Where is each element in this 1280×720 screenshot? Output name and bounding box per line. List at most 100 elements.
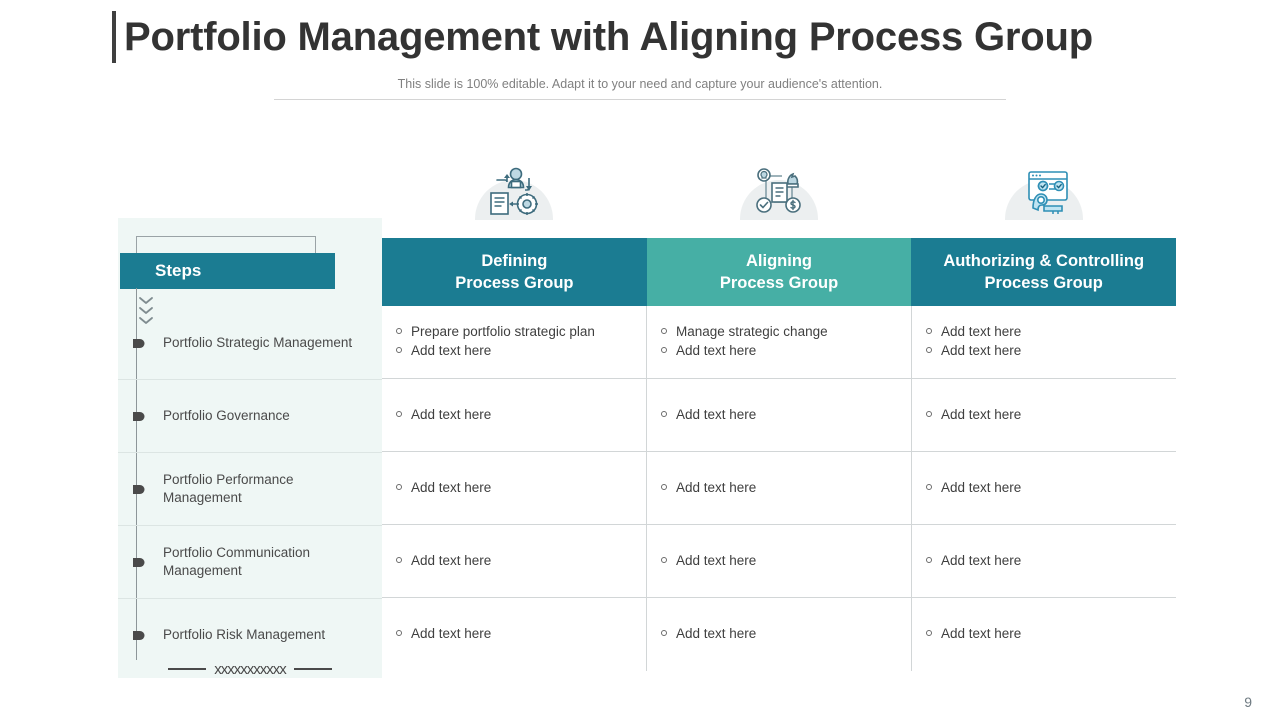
step-row[interactable]: Portfolio Risk Management [118, 599, 382, 672]
matrix-row: Add text here Add text here Add text here [382, 452, 1176, 525]
icon-cell-authorizing [911, 148, 1176, 220]
steps-header-badge: Steps [120, 253, 335, 289]
step-row[interactable]: Portfolio Governance [118, 380, 382, 453]
step-row[interactable]: Portfolio Strategic Management [118, 307, 382, 380]
step-arrow-bullet-icon [133, 338, 145, 348]
cell-bullet-text: Add text here [411, 479, 492, 495]
circle-bullet-icon [396, 328, 402, 335]
cell-bullet-item: Add text here [926, 342, 1176, 361]
cell-bullet-item: Add text here [661, 625, 911, 644]
circle-bullet-icon [396, 410, 402, 417]
matrix-cell[interactable]: Add text here [382, 525, 647, 597]
circle-bullet-icon [661, 556, 667, 563]
cell-bullet-item: Add text here [661, 552, 911, 571]
authorization-key-icon [1027, 171, 1068, 214]
steps-header-label: Steps [155, 261, 202, 280]
cell-bullet-item: Add text here [396, 552, 646, 571]
matrix-row: Add text here Add text here Add text here [382, 379, 1176, 452]
circle-bullet-icon [926, 630, 932, 637]
cell-bullet-item: Add text here [926, 552, 1176, 571]
cell-bullet-item: Add text here [396, 342, 646, 361]
cell-bullet-text: Add text here [676, 552, 757, 568]
circle-bullet-icon [926, 483, 932, 490]
circle-bullet-icon [926, 556, 932, 563]
cell-bullet-item: Add text here [396, 625, 646, 644]
cell-bullet-text: Add text here [411, 343, 492, 358]
column-header-line2: Process Group [984, 274, 1103, 292]
matrix-cell[interactable]: Add text here [647, 452, 912, 524]
cell-bullet-text: Add text here [411, 626, 492, 642]
step-label: Portfolio Performance Management [163, 471, 294, 505]
matrix-cell[interactable]: Add text here [912, 379, 1176, 451]
circle-bullet-icon [661, 410, 667, 417]
step-label: Portfolio Governance [163, 407, 290, 423]
cell-bullet-item: Add text here [396, 406, 646, 425]
column-header-line1: Aligning [746, 251, 812, 270]
step-arrow-bullet-icon [133, 484, 145, 494]
cell-bullet-text: Add text here [941, 343, 1022, 358]
deco-x-pattern: xxxxxxxxxxx [214, 660, 286, 678]
slide-subtitle: This slide is 100% editable. Adapt it to… [397, 77, 883, 91]
cell-bullet-text: Add text here [676, 406, 757, 422]
matrix-row: Add text here Add text here Add text here [382, 525, 1176, 598]
matrix-cell[interactable]: Add text here [382, 452, 647, 524]
cell-bullet-text: Add text here [941, 626, 1022, 642]
cell-bullet-item: Add text here [926, 625, 1176, 644]
cell-bullet-text: Add text here [411, 406, 492, 422]
matrix-cell[interactable]: Add text here [647, 598, 912, 671]
page-number: 9 [1244, 694, 1252, 710]
cell-bullet-item: Add text here [926, 479, 1176, 498]
cell-bullet-text: Add text here [411, 552, 492, 568]
slide-header: Portfolio Management with Aligning Proce… [0, 8, 1280, 66]
step-row[interactable]: Portfolio Communication Management [118, 526, 382, 599]
circle-bullet-icon [661, 483, 667, 490]
matrix-cell[interactable]: Add text here [912, 598, 1176, 671]
circle-bullet-icon [661, 328, 667, 335]
step-arrow-bullet-icon [133, 557, 145, 567]
chevrons-down-icon [139, 297, 153, 324]
cell-bullet-text: Add text here [676, 626, 757, 642]
circle-bullet-icon [661, 347, 667, 353]
cell-bullet-text: Add text here [941, 406, 1022, 422]
deco-dash-right [293, 668, 332, 670]
steps-vertical-spine [136, 288, 137, 660]
cell-bullet-text: Prepare portfolio strategic plan [411, 324, 595, 340]
step-arrow-bullet-icon [133, 411, 145, 421]
step-label: Portfolio Risk Management [163, 627, 326, 643]
matrix-cell[interactable]: Add text here [647, 525, 912, 597]
cell-bullet-item: Add text here [396, 479, 646, 498]
deco-dash-left [168, 668, 207, 670]
cell-bullet-text: Add text here [676, 343, 757, 358]
circle-bullet-icon [926, 347, 932, 353]
cell-bullet-item: Add text here [661, 342, 911, 361]
icon-cell-defining [382, 148, 647, 220]
circle-bullet-icon [396, 347, 402, 353]
circle-bullet-icon [926, 410, 932, 417]
step-row[interactable]: Portfolio Performance Management [118, 453, 382, 526]
steps-panel-background [118, 218, 382, 678]
column-icon-strip [382, 148, 1176, 220]
cell-bullet-item: Prepare portfolio strategic plan [396, 323, 646, 342]
matrix-cell[interactable]: Add text here [912, 452, 1176, 524]
matrix-cell[interactable]: Add text here [647, 379, 912, 451]
column-header-line2: Process Group [719, 274, 839, 292]
matrix-cell[interactable]: Add text here [382, 379, 647, 451]
circle-bullet-icon [396, 483, 402, 490]
circle-bullet-icon [661, 630, 667, 637]
cell-bullet-text: Add text here [676, 479, 757, 495]
matrix-cell[interactable]: Add text here [382, 598, 647, 671]
matrix-cell[interactable]: Add text here [912, 525, 1176, 597]
page-title: Portfolio Management with Aligning Proce… [124, 15, 1093, 59]
process-workflow-icon [490, 167, 539, 215]
icon-cell-aligning [647, 148, 912, 220]
cell-bullet-item: Manage strategic change [661, 323, 911, 342]
subtitle-divider [274, 99, 1006, 100]
